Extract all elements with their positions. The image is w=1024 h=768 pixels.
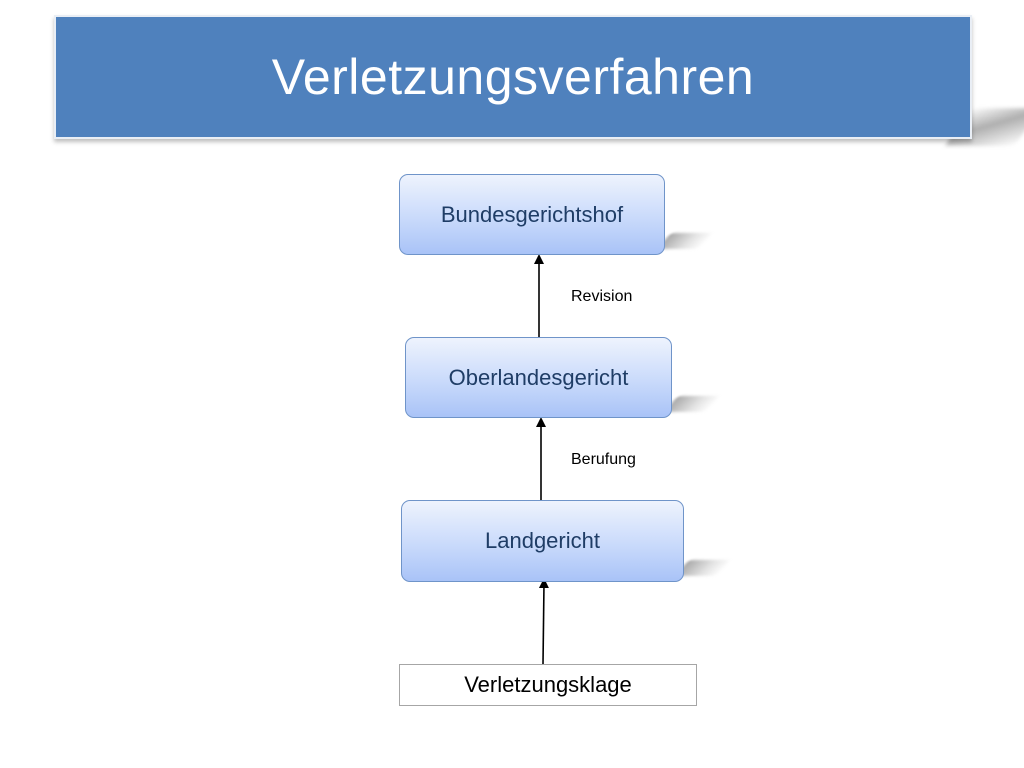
arrow-klage: [538, 578, 549, 665]
edge-label-revision: Revision: [571, 288, 633, 305]
edge-label-berufung: Berufung: [571, 451, 636, 468]
node-label: Oberlandesgericht: [448, 364, 629, 390]
title-bar: Verletzungsverfahren: [54, 15, 972, 139]
node-verletzungsklage: Verletzungsklage: [399, 664, 697, 706]
node-label: Bundesgerichtshof: [440, 201, 624, 227]
node-landgericht: Landgericht: [401, 500, 684, 582]
node-label: Landgericht: [485, 528, 600, 553]
page-title: Verletzungsverfahren: [271, 49, 755, 105]
node-oberlandesgericht: Oberlandesgericht: [405, 337, 672, 418]
node-label: Verletzungsklage: [464, 672, 632, 697]
node-bundesgerichtshof: Bundesgerichtshof: [399, 174, 665, 255]
